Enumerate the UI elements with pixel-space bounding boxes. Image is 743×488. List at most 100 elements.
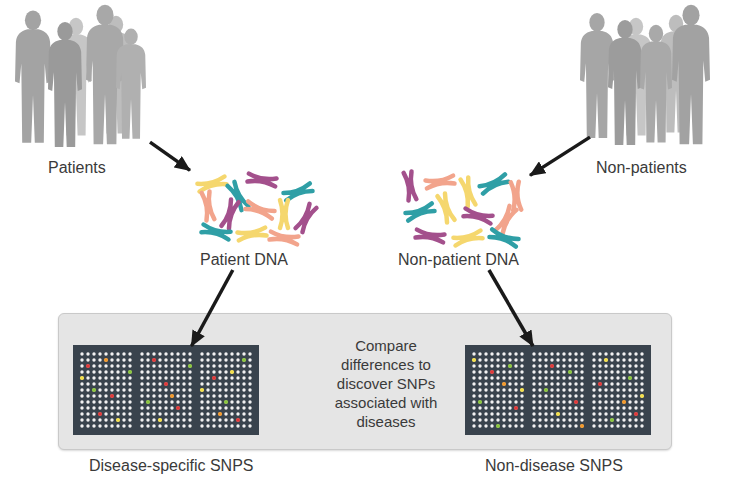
snp-array-part-part (514, 406, 518, 410)
snp-array-part-part (490, 370, 494, 374)
snp-array-part-part (224, 400, 228, 404)
patient-chromosomes-part (197, 177, 226, 192)
non-patient-chromosomes (404, 172, 522, 247)
snp-array-part-part (146, 400, 150, 404)
snp-array-box: Non-disease SNPS (466, 346, 652, 436)
non-patient-chromosomes-part (461, 177, 476, 206)
snp-array-part-part (110, 394, 114, 398)
snp-array-part-part (230, 370, 234, 374)
non-patient-chromosomes-part (437, 193, 454, 222)
patient-chromosomes-part (280, 200, 288, 228)
snp-array-part-part (158, 418, 162, 422)
snp-array-part-part (580, 424, 584, 428)
non-patients-silhouettes-part (580, 13, 614, 138)
patient-chromosomes-part (283, 183, 312, 200)
snp-array-part-part (568, 370, 572, 374)
patient-chromosomes-part (202, 192, 215, 221)
patients-silhouettes-part (86, 5, 124, 145)
snp-array-part-part (92, 388, 96, 392)
node-label: Compare differences to discover SNPs ass… (321, 336, 451, 431)
snp-array (73, 345, 259, 435)
patients-group: Patients (10, 0, 150, 185)
non-patient-chromosomes-part (480, 174, 509, 193)
comparison-panel: Compare differences to discover SNPs ass… (58, 313, 672, 450)
patient-chromosomes-part (201, 225, 230, 240)
snp-array-part-part (502, 382, 506, 386)
snp-array-part-part (80, 376, 84, 380)
snp-array-part (79, 351, 133, 429)
snp-array-part-part (236, 418, 240, 422)
snp-array-part (104, 358, 222, 416)
snp-array-part-part (544, 388, 548, 392)
snp-array-part-part (622, 400, 626, 404)
snp-array-part (465, 345, 651, 435)
patient-chromosomes-part (228, 182, 249, 210)
node-label: Disease-specific SNPS (89, 456, 254, 475)
patients-silhouettes (15, 5, 146, 147)
non-patient-chromosomes-part (511, 182, 521, 211)
snp-array (465, 345, 651, 435)
snp-array-part-part (574, 400, 578, 404)
non-patient-chromosomes-part (496, 206, 517, 234)
snp-array-part-part (164, 382, 168, 386)
flow-arrow (150, 142, 190, 170)
node-label: Patient DNA (200, 250, 288, 269)
snp-array-part (73, 345, 259, 435)
patient-chromosomes-part (238, 228, 267, 241)
snp-array-part-part (610, 418, 614, 422)
non-patient-chromosomes-part (463, 209, 492, 224)
patient-chromosomes-part (296, 204, 317, 232)
patient-chromosomes-part (245, 201, 274, 218)
snp-array-part-part (212, 376, 216, 380)
snp-array-part-part (496, 424, 500, 428)
snp-array-part-part (98, 412, 102, 416)
node-label: Non-patient DNA (398, 250, 519, 269)
patient-chromosomes-part (248, 174, 277, 187)
snp-array-part-part (104, 358, 108, 362)
non-patients-silhouettes-part (640, 25, 672, 143)
snp-array-part (80, 370, 234, 422)
dna-sample: Non-patient DNA (390, 170, 530, 270)
snp-array-part-part (634, 412, 638, 416)
snp-array-part-part (604, 358, 608, 362)
snp-array-part (471, 351, 525, 429)
snp-array-part-part (556, 412, 560, 416)
snp-array-part (591, 351, 645, 429)
node-label: Non-disease SNPS (485, 456, 623, 475)
snp-array-part-part (86, 364, 90, 368)
non-patient-chromosomes-part (405, 203, 434, 220)
snp-array-part-part (508, 364, 512, 368)
snp-array-part (531, 351, 585, 429)
non-patients-silhouettes (580, 5, 710, 145)
non-patients-silhouettes-part (620, 18, 652, 136)
node-label: Non-patients (596, 158, 687, 177)
patients-silhouettes-part (100, 16, 132, 134)
snp-array-part (199, 351, 253, 429)
snp-array-part-part (176, 406, 180, 410)
patient-chromosomes (197, 174, 316, 245)
snp-array-part-part (128, 370, 132, 374)
snp-array-part (502, 382, 626, 428)
patients-silhouettes-part (60, 18, 92, 136)
snp-array-part-part (188, 364, 192, 368)
non-patients-silhouettes-part (608, 20, 642, 145)
non-patient-chromosomes-part (453, 231, 482, 246)
non-patient-chromosomes-part (404, 172, 417, 201)
patient-chromosomes-part (270, 232, 299, 245)
snp-array-part-part (550, 364, 554, 368)
patient-chromosomes-part (221, 199, 238, 228)
non-patients-silhouettes-part (672, 5, 710, 145)
snp-array-part-part (170, 394, 174, 398)
snp-array-part-part (520, 388, 524, 392)
non-patients-silhouettes-part (660, 15, 692, 133)
node-label: Patients (48, 158, 106, 177)
flow-arrow (489, 270, 533, 346)
snp-array-part-part (152, 358, 156, 362)
non-patient-chromosomes-part (416, 230, 445, 243)
flow-arrow (530, 137, 590, 175)
flow-arrow (191, 270, 232, 346)
non-patients-group: Non-patients (590, 0, 730, 185)
snp-array-part-part (218, 412, 222, 416)
